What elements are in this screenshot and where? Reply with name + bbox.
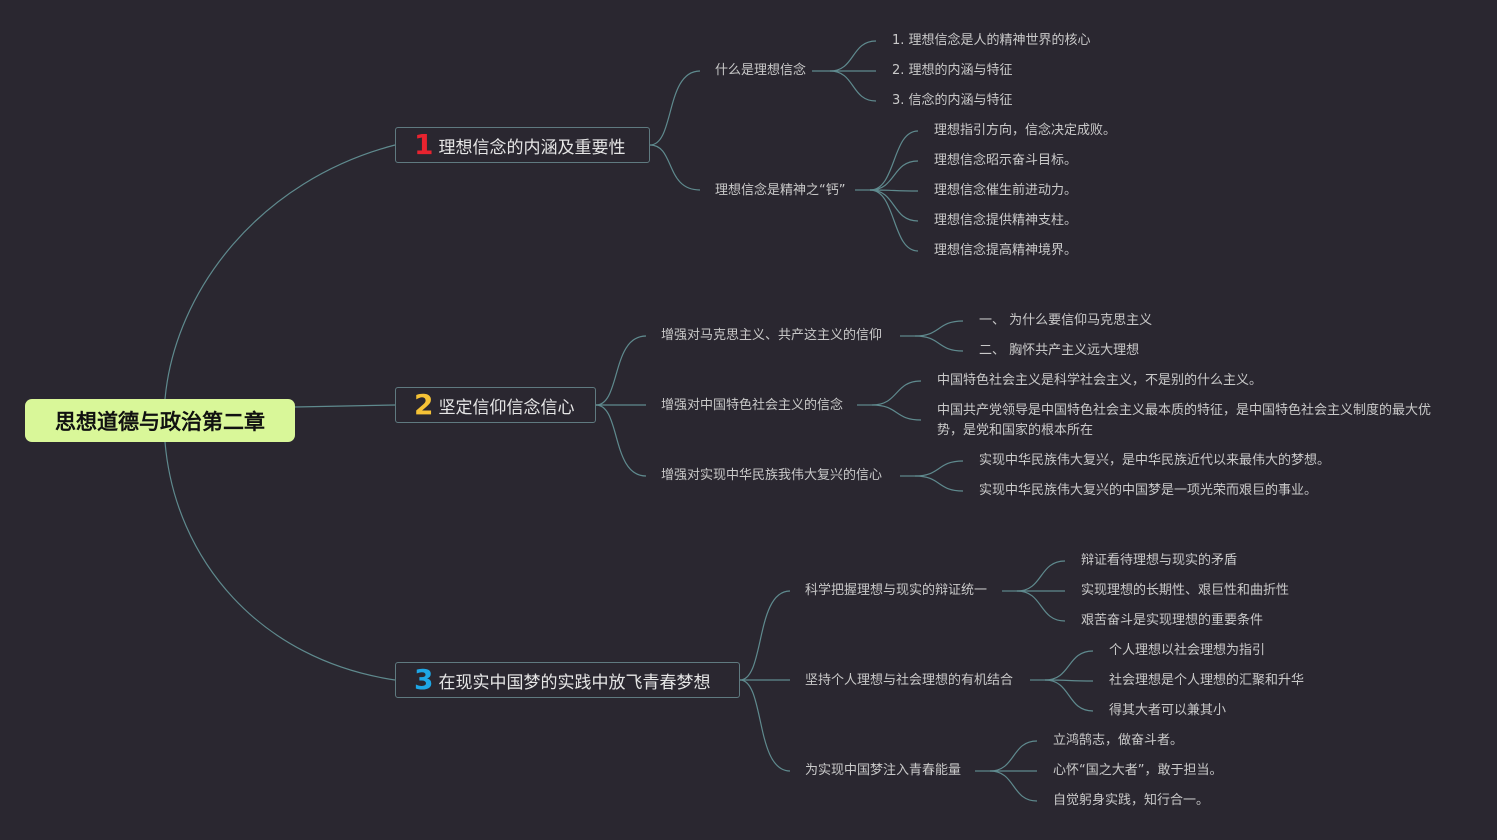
- branch-2-sub-1[interactable]: 增强对马克思主义、共产这主义的信仰: [661, 328, 883, 343]
- branch-1-sub-2-leaf-3[interactable]: 理想信念催生前进动力。: [934, 183, 1078, 198]
- connector-line-26: [914, 460, 964, 477]
- connector-line-3: [164, 441, 396, 681]
- branch-1-topic[interactable]: 1 理想信念的内涵及重要性: [395, 127, 650, 163]
- connector-line-12: [869, 160, 919, 191]
- branch-3-sub-3-leaf-2[interactable]: 心怀“国之大者”，敢于担当。: [1053, 763, 1223, 778]
- connector-line-14: [869, 189, 919, 222]
- number-2-icon: 2: [414, 388, 434, 421]
- branch-2-sub-1-leaf-2[interactable]: 二、 胸怀共产主义远大理想: [979, 343, 1140, 358]
- connector-line-5: [649, 144, 701, 191]
- connector-line-4: [649, 70, 701, 146]
- branch-2-sub-3[interactable]: 增强对实现中华民族我伟大复兴的信心: [661, 468, 883, 483]
- branch-1-sub-2-leaf-5[interactable]: 理想信念提高精神境界。: [934, 243, 1078, 258]
- number-3-icon: 3: [414, 663, 434, 696]
- connector-line-38: [1044, 679, 1094, 712]
- connector-line-21: [914, 335, 964, 352]
- connector-line-27: [914, 475, 964, 492]
- branch-2-sub-2-leaf-2[interactable]: 中国共产党领导是中国特色社会主义最本质的特征，是中国特色社会主义制度的最大优势，…: [937, 403, 1432, 438]
- connector-line-23: [871, 380, 922, 406]
- connector-line-36: [1044, 650, 1094, 681]
- branch-2-sub-2-leaf-1[interactable]: 中国特色社会主义是科学社会主义，不是别的什么主义。: [937, 373, 1263, 388]
- branch-3-sub-2[interactable]: 坚持个人理想与社会理想的有机结合: [805, 673, 1014, 688]
- connector-line-20: [914, 320, 964, 337]
- branch-2-sub-2[interactable]: 增强对中国特色社会主义的信念: [661, 398, 844, 413]
- connector-line-34: [1016, 590, 1066, 622]
- root-topic[interactable]: 思想道德与政治第二章: [25, 399, 295, 442]
- branch-3-sub-1-leaf-3[interactable]: 艰苦奋斗是实现理想的重要条件: [1081, 613, 1264, 628]
- connector-line-29: [739, 590, 791, 681]
- branch-1-sub-2-leaf-4[interactable]: 理想信念提供精神支柱。: [934, 213, 1078, 228]
- connector-line-40: [989, 740, 1038, 772]
- branch-3-label: 在现实中国梦的实践中放飞青春梦想: [438, 672, 711, 693]
- connector-line-17: [595, 335, 647, 406]
- branch-2-sub-3-leaf-1[interactable]: 实现中华民族伟大复兴，是中华民族近代以来最伟大的梦想。: [979, 453, 1331, 468]
- connector-line-9: [829, 70, 877, 102]
- branch-3-sub-2-leaf-3[interactable]: 得其大者可以兼其小: [1109, 703, 1227, 718]
- branch-3-sub-2-leaf-2[interactable]: 社会理想是个人理想的汇聚和升华: [1109, 673, 1305, 688]
- branch-1-sub-1-leaf-1[interactable]: 1. 理想信念是人的精神世界的核心: [892, 33, 1091, 48]
- connector-line-42: [989, 770, 1038, 802]
- branch-2-sub-3-leaf-2[interactable]: 实现中华民族伟大复兴的中国梦是一项光荣而艰巨的事业。: [979, 483, 1318, 498]
- branch-3-sub-3-leaf-3[interactable]: 自觉躬身实践，知行合一。: [1053, 793, 1210, 808]
- connector-line-32: [1016, 560, 1066, 592]
- branch-1-sub-1-leaf-3[interactable]: 3. 信念的内涵与特征: [892, 93, 1013, 108]
- connector-line-24: [871, 404, 922, 421]
- connector-line-15: [869, 189, 919, 252]
- connector-line-11: [869, 130, 919, 191]
- branch-1-sub-2[interactable]: 理想信念是精神之“钙”: [715, 183, 846, 198]
- branch-1-sub-1[interactable]: 什么是理想信念: [715, 63, 807, 78]
- branch-3-sub-3-leaf-1[interactable]: 立鸿鹄志，做奋斗者。: [1053, 733, 1184, 748]
- connector-line-31: [739, 679, 791, 772]
- branch-2-label: 坚定信仰信念信心: [438, 397, 575, 418]
- connector-line-1: [164, 144, 396, 400]
- branch-3-sub-2-leaf-1[interactable]: 个人理想以社会理想为指引: [1109, 643, 1266, 658]
- connector-line-2: [294, 404, 396, 408]
- branch-1-label: 理想信念的内涵及重要性: [438, 137, 626, 158]
- branch-3-sub-3[interactable]: 为实现中国梦注入青春能量: [805, 763, 962, 778]
- branch-2-sub-1-leaf-1[interactable]: 一、 为什么要信仰马克思主义: [979, 313, 1153, 328]
- branch-1-sub-1-leaf-2[interactable]: 2. 理想的内涵与特征: [892, 63, 1013, 78]
- number-1-icon: 1: [414, 128, 434, 161]
- branch-1-sub-2-leaf-2[interactable]: 理想信念昭示奋斗目标。: [934, 153, 1078, 168]
- branch-3-sub-1-leaf-1[interactable]: 辩证看待理想与现实的矛盾: [1081, 553, 1238, 568]
- branch-3-sub-1[interactable]: 科学把握理想与现实的辩证统一: [805, 583, 988, 598]
- branch-1-sub-2-leaf-1[interactable]: 理想指引方向，信念决定成败。: [934, 123, 1117, 138]
- branch-3-sub-1-leaf-2[interactable]: 实现理想的长期性、艰巨性和曲折性: [1081, 583, 1290, 598]
- branch-3-topic[interactable]: 3 在现实中国梦的实践中放飞青春梦想: [395, 662, 740, 698]
- branch-2-topic[interactable]: 2 坚定信仰信念信心: [395, 387, 596, 423]
- connector-line-7: [829, 40, 877, 72]
- connector-line-19: [595, 404, 647, 477]
